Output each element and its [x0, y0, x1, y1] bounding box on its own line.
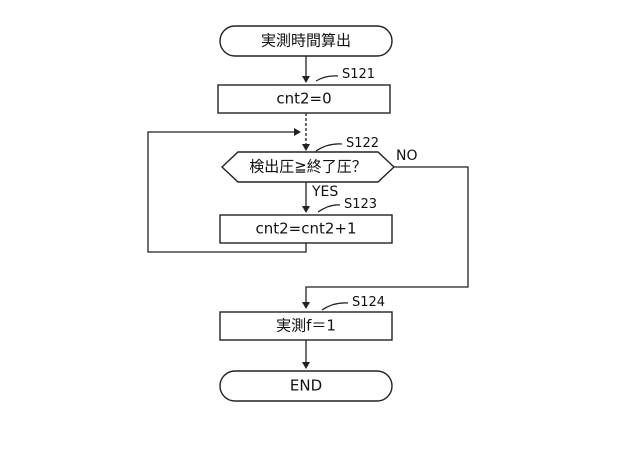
no-branch-line — [302, 166, 469, 309]
process-label-s124: 実測f＝1 — [276, 317, 336, 335]
start-label: 実測時間算出 — [261, 32, 351, 50]
decision-label-s122: 検出圧≧終了圧？ — [249, 158, 367, 176]
step-id-s123: S123 — [344, 197, 377, 212]
step-id-tick-s123 — [317, 204, 341, 213]
step-id-s122: S122 — [346, 136, 379, 151]
process-box-s123 — [219, 214, 393, 244]
step-id-tick-s121 — [315, 75, 339, 82]
process-label-s121: cnt2=0 — [276, 90, 331, 108]
end-terminal — [219, 370, 393, 402]
no-label: NO — [396, 148, 418, 164]
step-id-s121: S121 — [342, 67, 375, 82]
process-label-s123: cnt2=cnt2+1 — [255, 220, 356, 238]
step-id-tick-s124 — [321, 302, 349, 311]
end-label: END — [290, 377, 322, 395]
loop-back-line — [147, 128, 307, 253]
step-id-tick-s122 — [315, 143, 343, 152]
yes-label: YES — [311, 184, 338, 200]
step-id-s124: S124 — [352, 295, 385, 310]
process-box-s121 — [217, 84, 391, 114]
